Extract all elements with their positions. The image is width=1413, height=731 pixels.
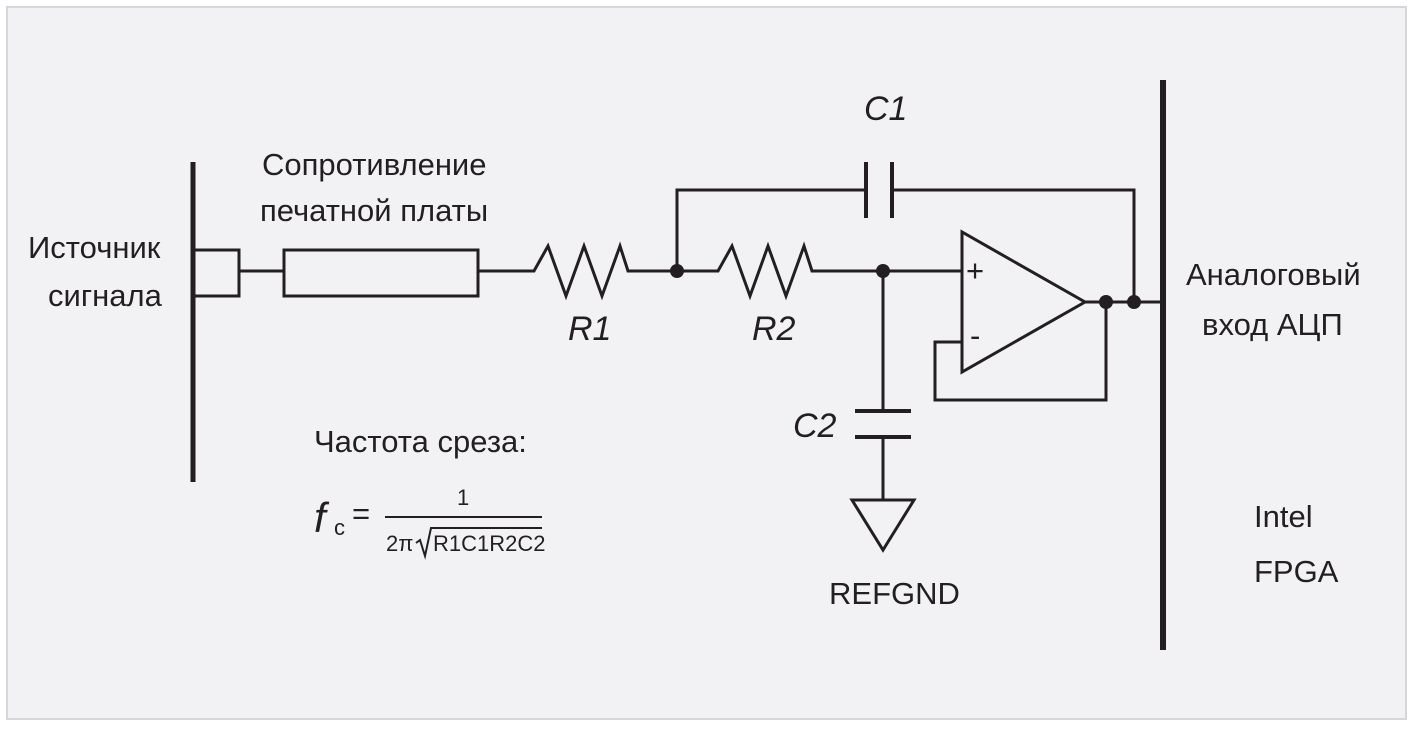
r1-label: R1 (568, 310, 611, 348)
formula-numerator: 1 (457, 485, 469, 510)
fpga-label-line2: FPGA (1254, 554, 1339, 589)
adc-label-line1: Аналоговый (1186, 257, 1361, 292)
adc-label-line2: вход АЦП (1202, 307, 1343, 342)
opamp-plus-label: + (966, 253, 984, 288)
ground-label: REFGND (829, 576, 960, 611)
formula-subscript: c (334, 515, 345, 540)
source-connector (195, 248, 241, 298)
junction-output-feedback (1099, 295, 1113, 309)
wire-negative-feedback (933, 302, 1108, 402)
junction-r1-r2 (670, 264, 684, 278)
junction-output-c1 (1127, 295, 1141, 309)
pcb-label-line2: печатной платы (260, 193, 488, 228)
resistor-r1 (520, 241, 640, 301)
wire-c1-right (892, 188, 1136, 302)
c1-label: C1 (864, 90, 907, 128)
ground-symbol (849, 498, 917, 553)
resistor-r2 (705, 241, 824, 301)
diagram-background (6, 6, 1407, 720)
formula-denominator-prefix: 2π (386, 531, 413, 556)
pcb-resistance (282, 248, 480, 298)
wire-c1-left (675, 188, 866, 271)
junction-r2-c2 (876, 264, 890, 278)
opamp-triangle (960, 229, 1089, 375)
cutoff-title: Частота среза: (314, 424, 527, 459)
formula-radical (415, 527, 542, 560)
source-label-line2: сигнала (48, 278, 163, 313)
fpga-label-line1: Intel (1254, 499, 1313, 534)
r2-label: R2 (752, 310, 796, 348)
opamp-minus-label: - (970, 318, 980, 353)
formula-equals: = (352, 496, 370, 531)
c2-label: C2 (793, 407, 837, 445)
source-label-line1: Источник (28, 230, 161, 265)
pcb-label-line1: Сопротивление (262, 147, 487, 182)
formula-radicand: R1C1R2C2 (433, 531, 546, 556)
